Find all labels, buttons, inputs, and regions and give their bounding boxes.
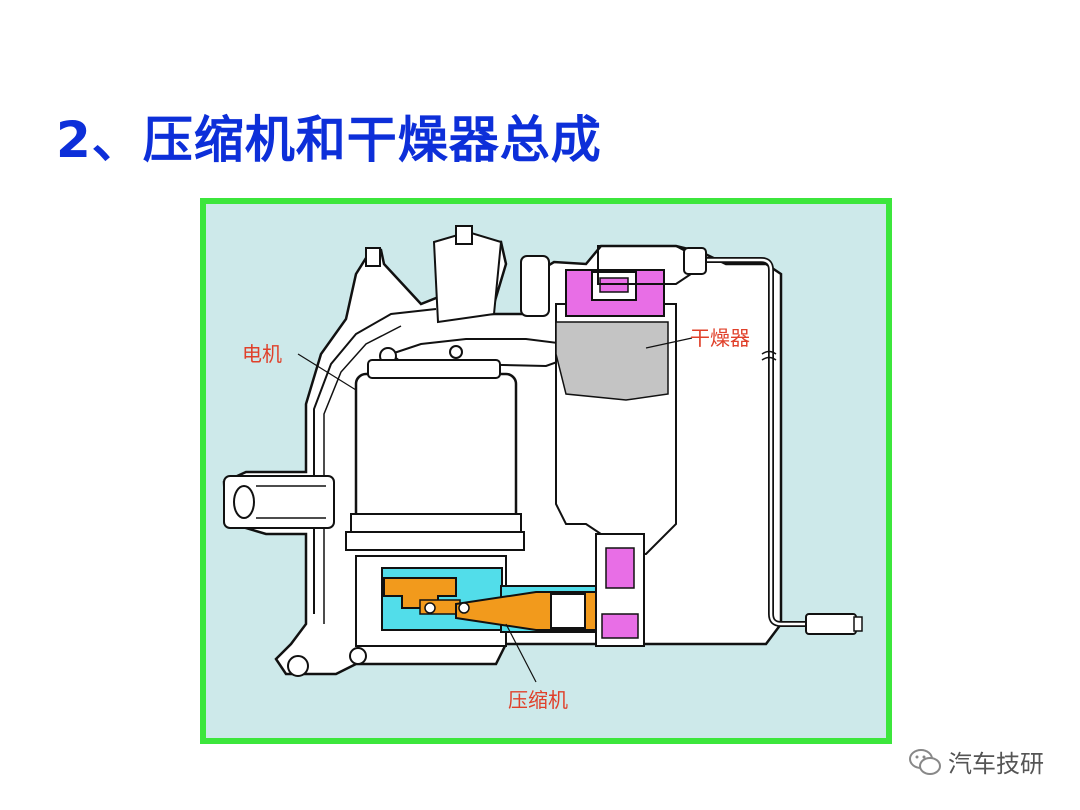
dryer-grey-section [555,321,669,401]
top-bracket [432,230,503,324]
mount-bracket [223,475,335,529]
label-dryer: 干燥器 [690,326,750,350]
compressor-dryer-diagram [222,225,863,683]
wechat-icon [909,748,941,775]
watermark-text: 汽车技研 [948,750,1044,778]
motor-body [354,372,518,526]
label-compressor: 压缩机 [508,688,568,712]
label-motor: 电机 [242,342,282,366]
page-title: 2、压缩机和干燥器总成 [56,111,602,169]
watermark: 汽车技研 [908,744,1044,779]
diagram-frame: 电机 干燥器 压缩机 [200,198,892,744]
